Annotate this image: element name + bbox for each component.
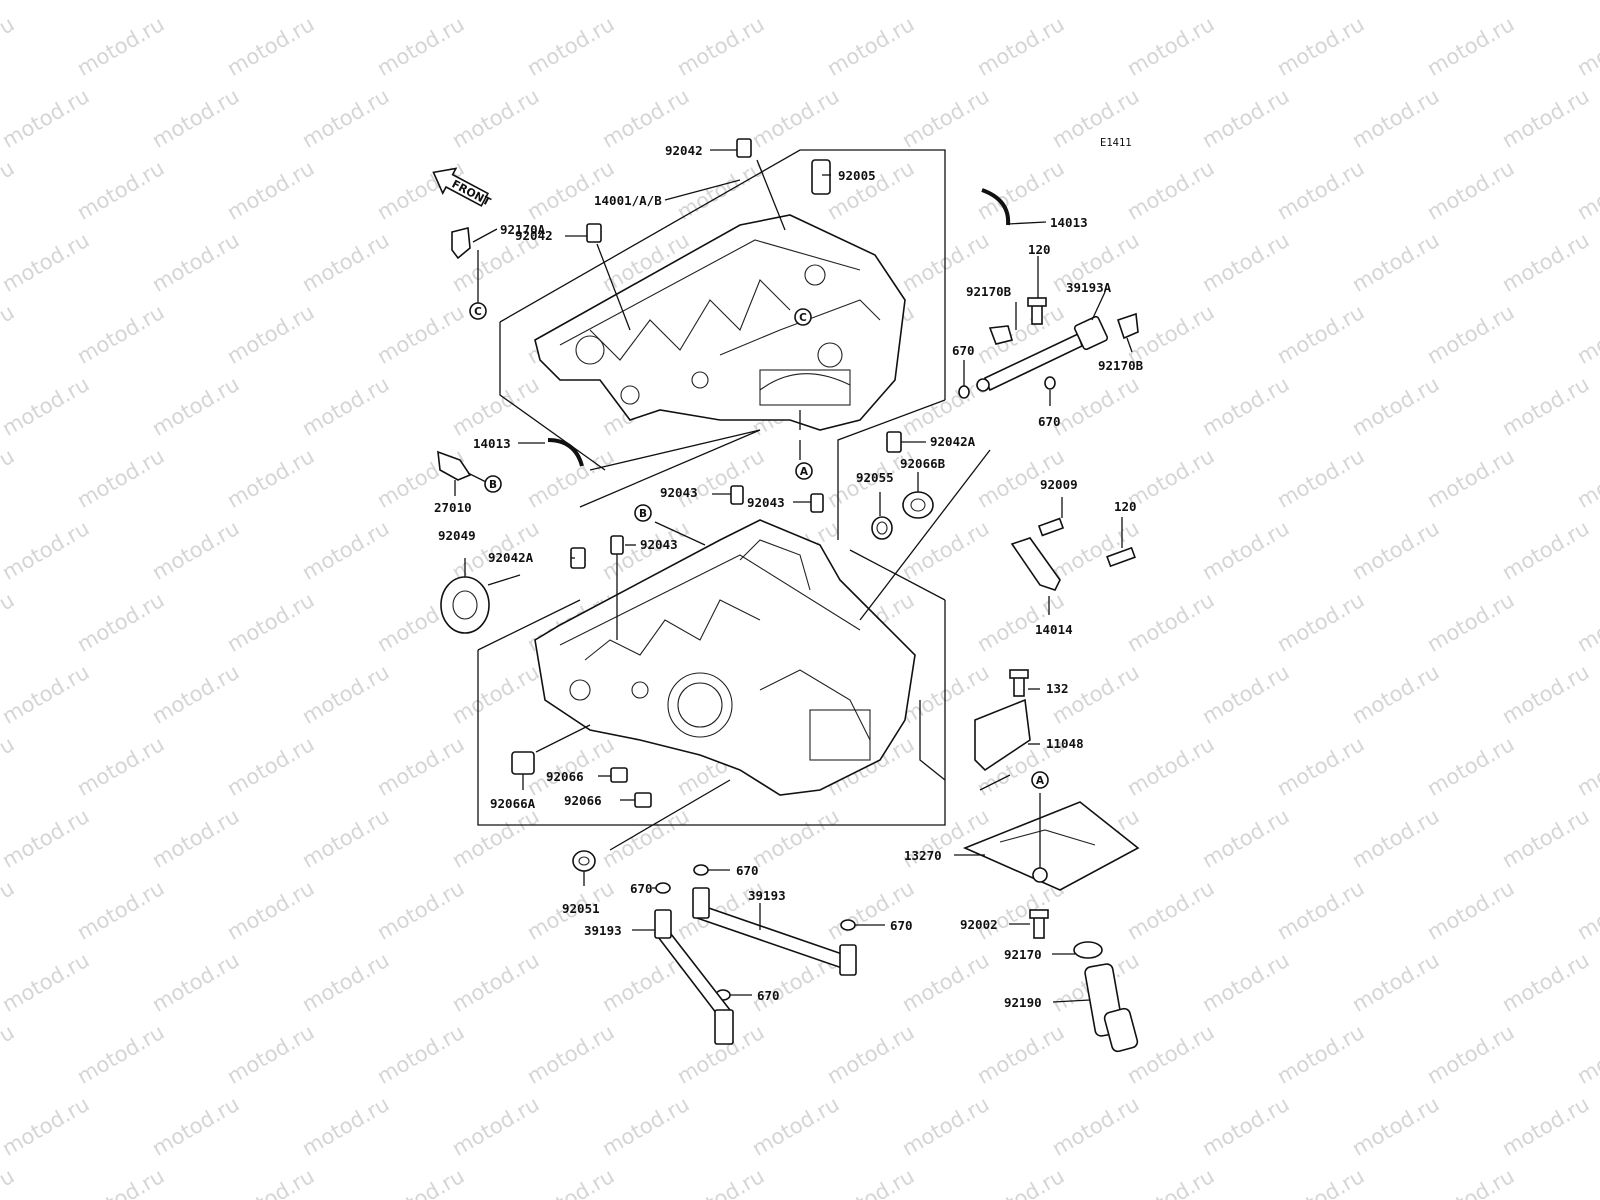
- part-label-670-top-right: 670: [1038, 414, 1061, 429]
- part-label-132: 132: [1046, 681, 1069, 696]
- part-label-670-b3: 670: [890, 918, 913, 933]
- pipe-39193-right: [692, 887, 857, 976]
- part-label-92042A-left: 92042A: [488, 550, 534, 565]
- dowel-pin-92042-top: [736, 138, 752, 158]
- sensor-27010: [437, 450, 472, 481]
- clamp-92170: [1073, 941, 1103, 959]
- dowel-pin-92043-c: [610, 535, 624, 555]
- diagram-ref-code: E1411: [1100, 137, 1132, 149]
- callout-a-upper: A: [795, 462, 813, 480]
- part-label-92043-c: 92043: [640, 537, 678, 552]
- part-label-92066A: 92066A: [490, 796, 536, 811]
- plug-92066-a: [610, 767, 628, 783]
- part-label-120-right: 120: [1114, 499, 1137, 514]
- o-ring-670-b3: [840, 919, 856, 931]
- bolt-92002: [1029, 909, 1049, 939]
- part-label-670-b2: 670: [630, 881, 653, 896]
- part-label-92055: 92055: [856, 470, 894, 485]
- leader-lines: [454, 149, 1133, 1003]
- part-label-39193-left: 39193: [584, 923, 622, 938]
- part-label-39193-right: 39193: [748, 888, 786, 903]
- washer-92051: [572, 850, 596, 872]
- part-label-14014: 14014: [1035, 622, 1073, 637]
- pipe-39193A: [976, 315, 1109, 392]
- callout-b-sensor: B: [484, 475, 502, 493]
- part-label-670-b4: 670: [757, 988, 780, 1003]
- lower-crankcase-half: [534, 519, 916, 796]
- callout-c-crankcase: C: [794, 308, 812, 326]
- part-label-92002: 92002: [960, 917, 998, 932]
- part-label-14013-right: 14013: [1050, 215, 1088, 230]
- part-label-92170B-left: 92170B: [966, 284, 1012, 299]
- o-ring-670-b2: [655, 882, 671, 894]
- front-arrow-icon: FRONT: [432, 167, 493, 209]
- clamp-92170A: [451, 226, 471, 260]
- part-label-92051: 92051: [562, 901, 600, 916]
- svg-text:B: B: [489, 479, 497, 491]
- part-label-92042A-right: 92042A: [930, 434, 976, 449]
- bracket-11048: [974, 698, 1031, 772]
- part-label-14001: 14001/A/B: [594, 193, 662, 208]
- callout-b-crankcase: B: [634, 504, 652, 522]
- part-label-14013-left: 14013: [473, 436, 511, 451]
- pipe-39193-left: [653, 909, 734, 1045]
- part-label-670-top-left: 670: [952, 343, 975, 358]
- seal-92055: [871, 516, 893, 540]
- dowel-pin-92043-b: [810, 493, 824, 513]
- part-label-92042-mid: 92042: [515, 228, 553, 243]
- bolt-132: [1009, 669, 1029, 697]
- plug-92066A: [511, 751, 535, 775]
- clamp-92170B-right: [1116, 312, 1139, 340]
- svg-text:C: C: [474, 306, 482, 318]
- part-label-670-b1: 670: [736, 863, 759, 878]
- hose-92190: [1084, 963, 1139, 1053]
- part-label-92170B-right: 92170B: [1098, 358, 1144, 373]
- part-label-120-top: 120: [1028, 242, 1051, 257]
- dowel-pin-92043-a: [730, 485, 744, 505]
- callout-c-left: C: [469, 302, 487, 320]
- part-label-92066-b: 92066: [564, 793, 602, 808]
- o-ring-670-top-left: [958, 385, 970, 399]
- clamp-92170B-left: [988, 325, 1013, 345]
- callout-a-lower: A: [1031, 771, 1049, 789]
- part-label-92009: 92009: [1040, 477, 1078, 492]
- part-label-92043-b: 92043: [747, 495, 785, 510]
- part-label-27010: 27010: [434, 500, 472, 515]
- dowel-pin-92042A-right: [886, 431, 902, 453]
- bolt-92009: [1037, 517, 1065, 537]
- svg-text:B: B: [639, 508, 647, 520]
- o-ring-670-b1: [693, 864, 709, 876]
- part-label-92066-a: 92066: [546, 769, 584, 784]
- part-label-92043-a: 92043: [660, 485, 698, 500]
- svg-text:A: A: [800, 466, 809, 478]
- lower-crankcase-frame: [477, 429, 946, 826]
- svg-text:A: A: [1036, 775, 1045, 787]
- part-label-13270: 13270: [904, 848, 942, 863]
- oil-screen-13270: [962, 801, 1140, 891]
- upper-crankcase-half: [534, 214, 906, 431]
- seal-14013-right: [981, 188, 1011, 226]
- plate-14014: [1010, 537, 1061, 591]
- svg-text:C: C: [799, 312, 807, 324]
- seal-14013-left: [547, 438, 584, 467]
- dowel-pin-92042-mid: [586, 223, 602, 243]
- part-label-92049: 92049: [438, 528, 476, 543]
- o-ring-670-top-right: [1044, 376, 1056, 390]
- part-label-92170: 92170: [1004, 947, 1042, 962]
- part-label-92170A: 92170A: [500, 222, 546, 237]
- part-label-92042-top: 92042: [665, 143, 703, 158]
- part-label-92190: 92190: [1004, 995, 1042, 1010]
- grommet-92066B: [902, 491, 934, 519]
- part-label-92005: 92005: [838, 168, 876, 183]
- oil-seal-92049: [440, 576, 490, 634]
- part-label-39193A: 39193A: [1066, 280, 1112, 295]
- plug-92066-b: [634, 792, 652, 808]
- part-label-11048: 11048: [1046, 736, 1084, 751]
- bolt-120-right: [1106, 546, 1136, 568]
- bolt-120-top: [1027, 297, 1047, 325]
- pipe-92005: [811, 159, 831, 195]
- part-labels: 92042 92005 14001/A/B 92042 92170A 14013…: [434, 143, 1144, 1010]
- part-label-92066B: 92066B: [900, 456, 946, 471]
